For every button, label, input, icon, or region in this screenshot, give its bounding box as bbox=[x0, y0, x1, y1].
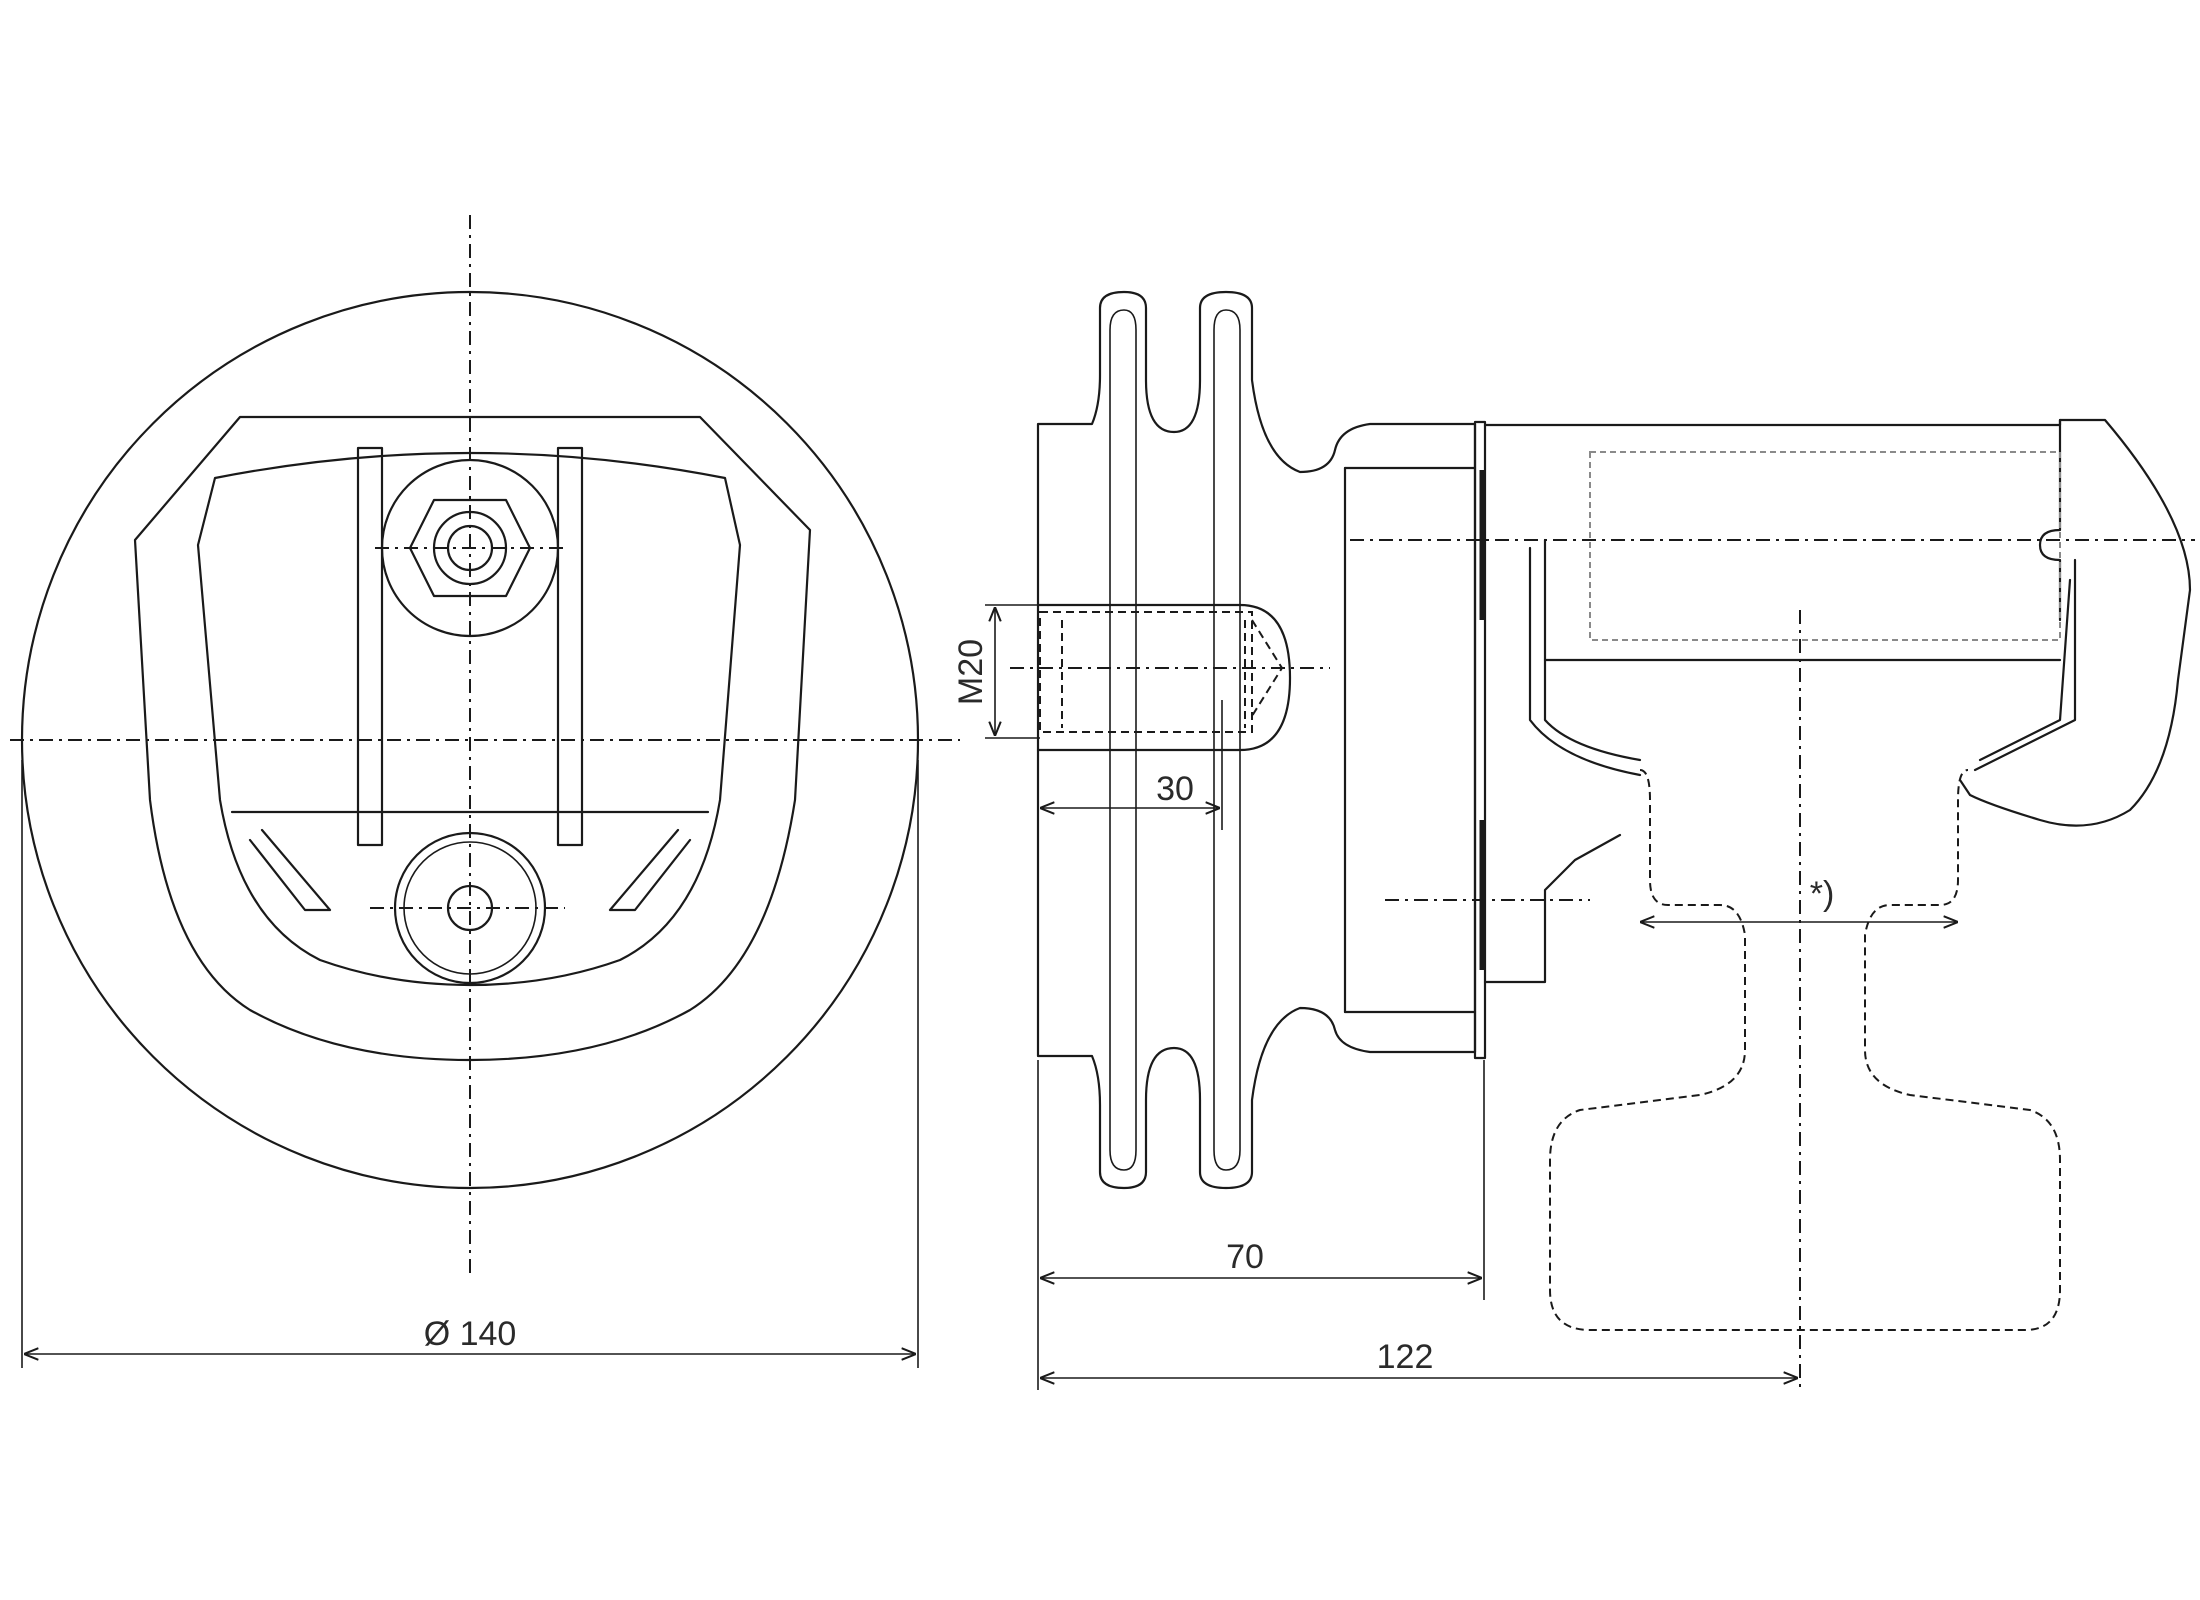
clamp-lower-edge bbox=[1483, 833, 1622, 984]
bracket-plate-right bbox=[556, 446, 584, 847]
clamp-inner-right bbox=[1973, 558, 2077, 772]
shed-inner-left bbox=[1109, 309, 1137, 1171]
clamp-jaw-left bbox=[1543, 538, 1642, 762]
inner-rim-shell bbox=[133, 415, 812, 1062]
tapped-hole-outline bbox=[1036, 603, 1292, 752]
side-view: M20 30 *) 70 122 bbox=[952, 290, 2195, 1390]
clamp-cap-outline bbox=[1483, 418, 2192, 827]
rail-note-label: *) bbox=[1810, 875, 1835, 913]
rail-profile-hidden bbox=[1549, 769, 2061, 1331]
clamp-jaw-right bbox=[1978, 578, 2072, 762]
thread-hidden bbox=[1039, 611, 1253, 733]
dia-label: Ø 140 bbox=[424, 1315, 517, 1353]
front-view: Ø 140 bbox=[10, 215, 960, 1368]
insulator-body bbox=[1036, 290, 1477, 1190]
inner-recess bbox=[196, 451, 742, 987]
clamp-interior-hidden bbox=[1589, 451, 2061, 641]
lower-slot-left bbox=[248, 828, 332, 912]
thirty-label: 30 bbox=[1156, 770, 1194, 808]
clamp-outer-right bbox=[2038, 418, 2062, 622]
shed-inner-right bbox=[1213, 309, 1241, 1171]
clamp-side-wall bbox=[1528, 546, 1642, 777]
seventy-label: 70 bbox=[1226, 1238, 1264, 1276]
bracket-plate-left bbox=[356, 446, 384, 847]
m20-label: M20 bbox=[952, 639, 990, 705]
flange-plate bbox=[1473, 420, 1487, 1060]
lower-slot-right bbox=[608, 828, 692, 912]
overall-label: 122 bbox=[1377, 1338, 1434, 1376]
